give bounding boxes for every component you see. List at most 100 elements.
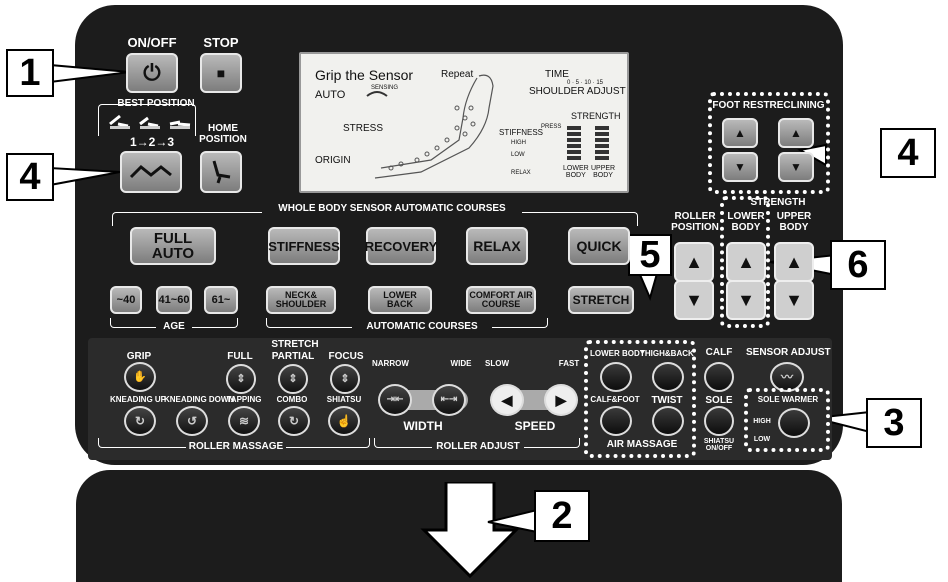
combo-label: COMBO bbox=[276, 395, 308, 404]
air-massage-title: AIR MASSAGE bbox=[606, 439, 678, 450]
relax-button[interactable]: RELAX bbox=[466, 227, 528, 265]
reclining-down-button[interactable]: ▼ bbox=[778, 152, 814, 182]
age-40-button[interactable]: ~40 bbox=[110, 286, 142, 314]
tapping-label: TAPPING bbox=[226, 395, 262, 404]
kneading-down-label: KNEADING DOWN bbox=[164, 395, 235, 404]
callout-3: 3 bbox=[866, 398, 922, 448]
right-icon: ▶ bbox=[555, 392, 567, 408]
recovery-button[interactable]: RECOVERY bbox=[365, 227, 437, 265]
roller-position-up-button[interactable]: ▲ bbox=[674, 242, 714, 282]
lcd-display: Grip the Sensor Repeat AUTO SENSING TIME… bbox=[299, 52, 629, 193]
speed-slow-button[interactable]: ◀ bbox=[490, 384, 524, 416]
fast-label: FAST bbox=[558, 359, 580, 368]
up-arrow-icon: ▲ bbox=[685, 252, 703, 272]
stop-label: STOP bbox=[203, 35, 239, 50]
kneading-up-button[interactable]: ↻ bbox=[124, 406, 156, 436]
up-arrow-icon: ▲ bbox=[785, 252, 803, 272]
quick-button[interactable]: QUICK bbox=[568, 227, 630, 265]
lcd-sensing: SENSING bbox=[371, 85, 399, 91]
calf-button[interactable] bbox=[704, 362, 734, 392]
on-off-label: ON/OFF bbox=[127, 35, 177, 50]
reclining-up-icon: ▲ bbox=[790, 126, 802, 140]
full-auto-button[interactable]: FULL AUTO bbox=[130, 227, 216, 265]
roller-position-down-button[interactable]: ▼ bbox=[674, 280, 714, 320]
strength-upper-body-label: UPPER BODY bbox=[776, 211, 812, 233]
home-position-label: HOME POSITION bbox=[199, 123, 247, 145]
air-lower-body-label: LOWER BODY bbox=[590, 349, 646, 358]
best-position-button[interactable] bbox=[120, 151, 182, 193]
sensor-adjust-button[interactable]: 〰 bbox=[770, 362, 804, 392]
foot-rest-down-button[interactable]: ▼ bbox=[722, 152, 758, 182]
lcd-grip-text: Grip the Sensor bbox=[315, 67, 414, 83]
age-41-60-button[interactable]: 41~60 bbox=[156, 286, 192, 314]
down-arrow-graphic bbox=[420, 482, 520, 579]
kneading-down-icon: ↺ bbox=[186, 414, 198, 428]
chair-icon bbox=[212, 160, 231, 184]
thigh-back-button[interactable] bbox=[652, 362, 684, 392]
width-narrow-button[interactable]: ⇥⇤ bbox=[378, 384, 412, 416]
air-lower-body-button[interactable] bbox=[600, 362, 632, 392]
recline-positions-icon bbox=[109, 114, 191, 129]
roller-adjust-title: ROLLER ADJUST bbox=[432, 441, 524, 453]
stop-button[interactable]: ■ bbox=[200, 53, 242, 93]
best-position-bracket bbox=[98, 104, 196, 136]
callout-6: 6 bbox=[830, 240, 886, 290]
comfort-air-button[interactable]: COMFORT AIR COURSE bbox=[466, 286, 536, 314]
lcd-shoulder-adjust: SHOULDER ADJUST bbox=[529, 86, 626, 97]
sole-warmer-label: SOLE WARMER bbox=[757, 395, 819, 404]
lcd-low: LOW bbox=[511, 152, 525, 158]
kneading-up-label: KNEADING UP bbox=[110, 395, 167, 404]
strength-lower-down-button[interactable]: ▼ bbox=[726, 280, 766, 320]
grip-hand-icon: ✋ bbox=[133, 370, 147, 383]
narrow-label: NARROW bbox=[372, 359, 409, 368]
strength-lower-highlight bbox=[720, 196, 770, 328]
stretch-course-button[interactable]: STRETCH bbox=[568, 286, 634, 314]
grip-button[interactable]: ✋ bbox=[124, 362, 156, 392]
sensor-adjust-label: SENSOR ADJUST bbox=[746, 347, 831, 358]
combo-button[interactable]: ↻ bbox=[278, 406, 310, 436]
foot-rest-up-button[interactable]: ▲ bbox=[722, 118, 758, 148]
recline-icon bbox=[129, 164, 172, 179]
roller-position-label: ROLLER POSITION bbox=[671, 211, 719, 233]
strength-lower-up-button[interactable]: ▲ bbox=[726, 242, 766, 282]
down-arrow-icon: ▼ bbox=[785, 290, 803, 310]
home-position-button[interactable] bbox=[200, 151, 242, 193]
sole-button[interactable] bbox=[704, 406, 734, 436]
lcd-repeat: Repeat bbox=[441, 69, 474, 80]
tapping-button[interactable]: ≋ bbox=[228, 406, 260, 436]
age-61-button[interactable]: 61~ bbox=[204, 286, 238, 314]
lcd-press: PRESS bbox=[541, 124, 562, 130]
focus-button[interactable]: ⇕ bbox=[330, 364, 360, 394]
lcd-bars bbox=[567, 126, 609, 160]
shiatsu-button[interactable]: ☝ bbox=[328, 406, 360, 436]
full-body-icon: ⇕ bbox=[236, 372, 246, 385]
stiffness-button[interactable]: STIFFNESS bbox=[268, 227, 340, 265]
kneading-down-button[interactable]: ↺ bbox=[176, 406, 208, 436]
speed-fast-button[interactable]: ▶ bbox=[544, 384, 578, 416]
sole-warmer-button[interactable] bbox=[778, 408, 810, 438]
on-off-button[interactable]: ⏻ bbox=[126, 53, 178, 93]
shiatsu-label: SHIATSU bbox=[326, 395, 362, 404]
full-label: FULL bbox=[227, 351, 253, 362]
warmer-low-label: LOW bbox=[753, 436, 771, 443]
full-button[interactable]: ⇕ bbox=[226, 364, 256, 394]
strength-upper-down-button[interactable]: ▼ bbox=[774, 280, 814, 320]
callout-2: 2 bbox=[534, 490, 590, 542]
lcd-stiffness: STIFFNESS bbox=[499, 128, 544, 137]
twist-button[interactable] bbox=[652, 406, 684, 436]
narrow-icon: ⇥⇤ bbox=[386, 394, 404, 405]
lcd-high: HIGH bbox=[511, 140, 526, 146]
reclining-down-icon: ▼ bbox=[790, 160, 802, 174]
strength-upper-up-button[interactable]: ▲ bbox=[774, 242, 814, 282]
wide-icon: ⇤⇥ bbox=[440, 394, 458, 405]
reclining-up-button[interactable]: ▲ bbox=[778, 118, 814, 148]
calf-foot-button[interactable] bbox=[600, 406, 632, 436]
speed-label: SPEED bbox=[514, 419, 556, 433]
neck-shoulder-button[interactable]: NECK& SHOULDER bbox=[266, 286, 336, 314]
lower-back-button[interactable]: LOWER BACK bbox=[368, 286, 432, 314]
partial-button[interactable]: ⇕ bbox=[278, 364, 308, 394]
foot-rest-up-icon: ▲ bbox=[734, 126, 746, 140]
best-position-label: BEST POSITION bbox=[117, 98, 195, 109]
width-wide-button[interactable]: ⇤⇥ bbox=[432, 384, 466, 416]
down-arrow-icon: ▼ bbox=[737, 290, 755, 310]
